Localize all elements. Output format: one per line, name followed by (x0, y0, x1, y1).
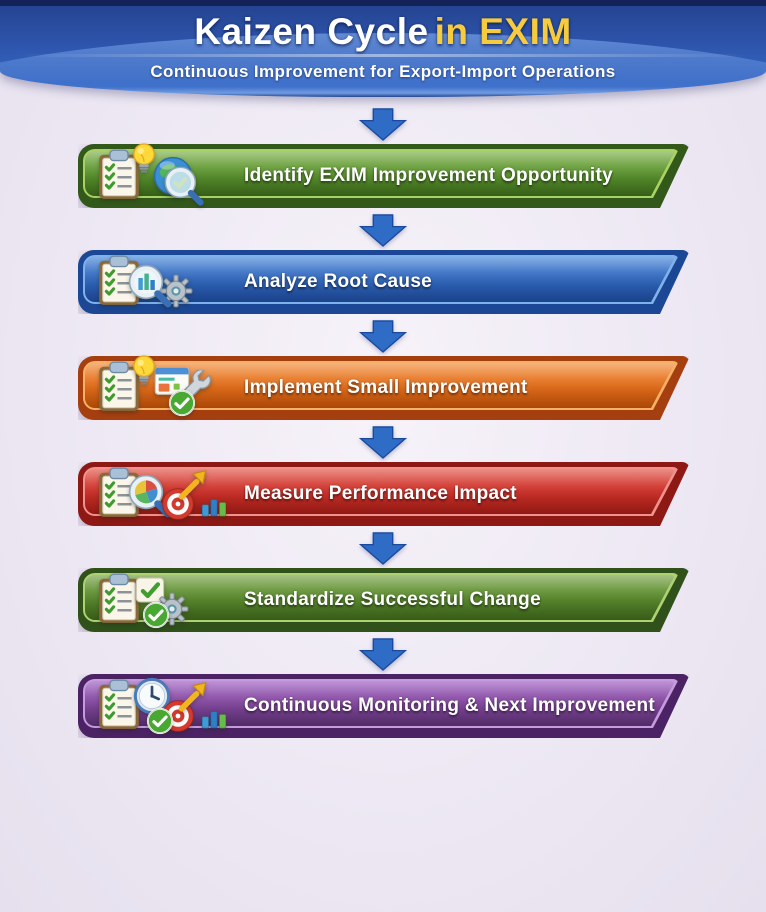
clipboard-icon (92, 358, 146, 416)
step-icon-cluster (92, 568, 240, 632)
magnifier-pie-icon (126, 472, 174, 520)
check-badge-icon (168, 389, 196, 417)
title-accent: in EXIM (434, 11, 572, 52)
down-arrow-icon (358, 426, 408, 459)
flow-item: Implement Small Improvement (0, 319, 766, 425)
flow-item: Identify EXIM Improvement Opportunity (0, 107, 766, 213)
step-bar-6: Continuous Monitoring & Next Improvement (78, 674, 690, 738)
bar-chart-icon (198, 701, 230, 731)
clipboard-icon (92, 146, 146, 204)
header-top-strip (0, 0, 766, 6)
down-arrow-icon (358, 638, 408, 671)
clipboard-icon (92, 252, 146, 310)
down-arrow-icon (358, 532, 408, 565)
step-icon-cluster (92, 355, 240, 420)
step-label: Continuous Monitoring & Next Improvement (244, 695, 655, 716)
step-icon-cluster (92, 674, 240, 738)
check-badge-icon (146, 707, 174, 735)
bar-chart-icon (198, 489, 230, 519)
up-arrow-icon (176, 467, 210, 501)
step-label: Standardize Successful Change (244, 589, 541, 610)
kaizen-flow: Identify EXIM Improvement Opportunity An… (0, 97, 766, 743)
lightbulb-icon (126, 139, 162, 179)
clock-icon (132, 676, 172, 716)
magnifier-icon (162, 164, 206, 208)
flow-item: Analyze Root Cause (0, 213, 766, 319)
clipboard-icon (92, 464, 146, 522)
down-arrow-icon (358, 108, 408, 141)
step-bar-2: Analyze Root Cause (78, 250, 690, 314)
down-arrow-icon (358, 214, 408, 247)
step-bar-3: Implement Small Improvement (78, 355, 690, 420)
header-divider (0, 54, 766, 57)
flow-item: Standardize Successful Change (0, 531, 766, 637)
header-subtitle: Continuous Improvement for Export-Import… (150, 62, 616, 81)
step-bar-5: Standardize Successful Change (78, 568, 690, 632)
step-bar-4: Measure Performance Impact (78, 462, 690, 526)
clipboard-icon (92, 570, 146, 628)
step-label: Implement Small Improvement (244, 377, 528, 398)
step-label: Identify EXIM Improvement Opportunity (244, 165, 613, 186)
step-icon-cluster (92, 143, 240, 208)
step-icon-cluster (92, 250, 240, 314)
step-bar-1: Identify EXIM Improvement Opportunity (78, 143, 690, 208)
down-arrow-icon (358, 320, 408, 353)
step-label: Analyze Root Cause (244, 271, 433, 292)
up-arrow-icon (176, 679, 210, 713)
flow-item: Measure Performance Impact (0, 425, 766, 531)
title-main: Kaizen Cycle (194, 11, 429, 52)
check-badge-icon (142, 601, 170, 629)
step-label: Measure Performance Impact (244, 483, 517, 504)
lightbulb-icon (126, 351, 162, 391)
check-card-icon (132, 573, 168, 607)
clipboard-icon (92, 676, 146, 734)
browser-icon (150, 361, 194, 401)
magnifier-chart-icon (126, 262, 174, 310)
flow-item: Continuous Monitoring & Next Improvement (0, 637, 766, 743)
step-icon-cluster (92, 462, 240, 526)
